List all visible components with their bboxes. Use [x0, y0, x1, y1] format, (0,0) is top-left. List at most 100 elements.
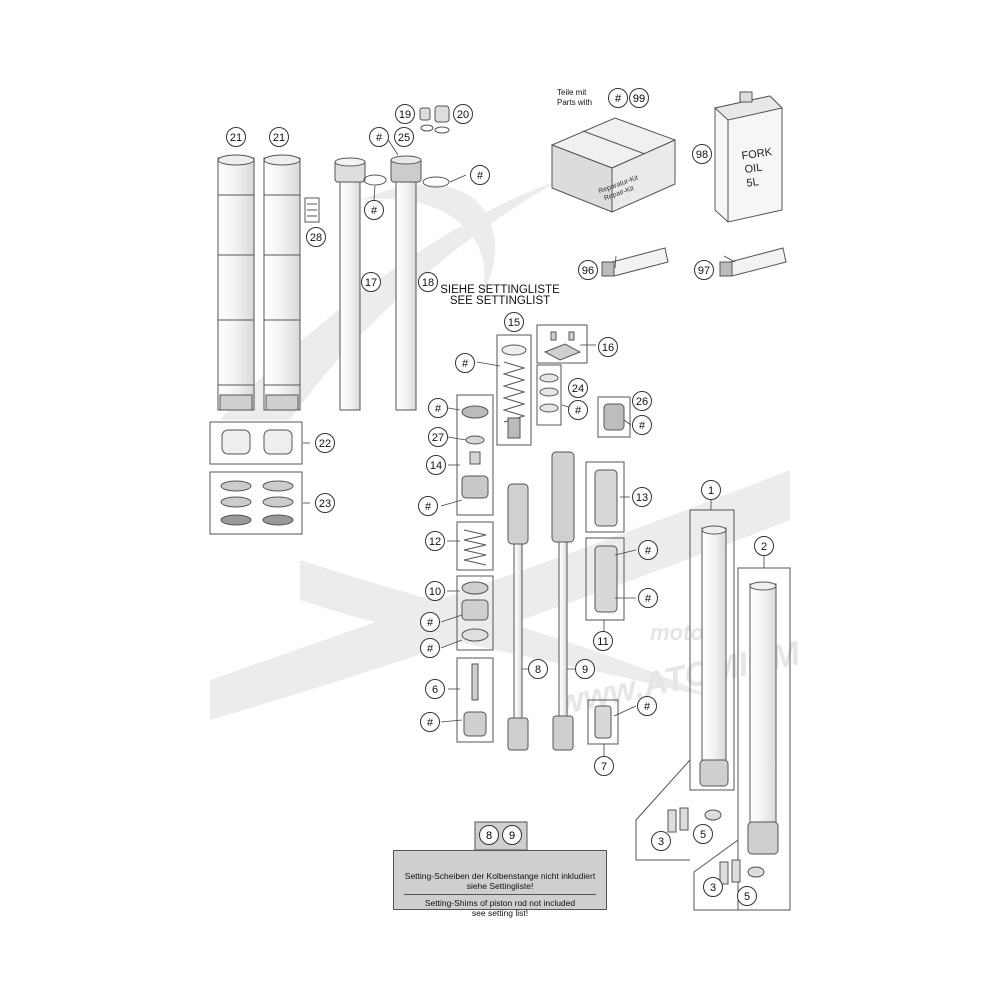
callout-text: 6: [432, 684, 438, 696]
callout-24: 24: [568, 378, 588, 398]
callout-text: 24: [572, 383, 584, 395]
callout-hash: #: [638, 540, 658, 560]
callout-18: 18: [418, 272, 438, 292]
callout-text: 22: [319, 438, 331, 450]
parts-24: [539, 373, 559, 413]
group-box-1: [689, 509, 735, 791]
oil-can-text-3: 5L: [746, 176, 760, 190]
callout-text: 5: [700, 829, 706, 841]
callout-3: 3: [651, 831, 671, 851]
callout-text: 21: [273, 132, 285, 144]
piston-rod-9: [551, 451, 575, 751]
parts-10: [461, 581, 489, 642]
sticker-28: [304, 197, 320, 223]
callout-text: 15: [508, 317, 520, 329]
callout-text: 8: [535, 664, 541, 676]
callout-hash: #: [455, 353, 475, 373]
callout-16: 16: [598, 337, 618, 357]
callout-hash: #: [470, 165, 490, 185]
kit-note-line1: Teile mit: [557, 88, 587, 97]
callout-text: 98: [696, 149, 708, 161]
callout-text: 1: [708, 485, 714, 497]
setting-header: SIEHE SETTINGLISTE SEE SETTINGLIST: [430, 284, 570, 307]
callout-hash: #: [568, 400, 588, 420]
note-en-line1: Setting-Shims of piston rod not included: [424, 898, 576, 908]
callout-15: 15: [504, 312, 524, 332]
callout-text: #: [645, 593, 652, 605]
callout-5: 5: [737, 886, 757, 906]
callout-hash: #: [420, 638, 440, 658]
callout-3: 3: [703, 877, 723, 897]
callout-9: 9: [575, 659, 595, 679]
callout-22: 22: [315, 433, 335, 453]
svg-text:8: 8: [486, 830, 492, 842]
callout-5: 5: [693, 824, 713, 844]
callout-text: 3: [658, 836, 664, 848]
callout-hash: #: [428, 398, 448, 418]
callout-11: 11: [593, 631, 613, 651]
spring-assembly-15: [501, 344, 527, 439]
callout-17: 17: [361, 272, 381, 292]
piston-rod-8: [507, 483, 529, 751]
axle-parts-3-5: [667, 807, 765, 885]
callout-hash: #: [632, 415, 652, 435]
callout-text: #: [427, 617, 434, 629]
callout-98: 98: [692, 144, 712, 164]
callout-12: 12: [425, 531, 445, 551]
cartridge-tube-18: [390, 155, 422, 411]
callout-text: 10: [429, 586, 441, 598]
callout-text: 7: [601, 761, 607, 773]
callout-text: 13: [636, 492, 648, 504]
svg-text:#: #: [615, 93, 622, 105]
callout-25: 25: [394, 127, 414, 147]
callout-13: 13: [632, 487, 652, 507]
callout-2: 2: [754, 536, 774, 556]
callout-text: 17: [365, 277, 377, 289]
svg-text:9: 9: [509, 830, 515, 842]
callout-text: #: [435, 403, 442, 415]
callout-text: 18: [422, 277, 434, 289]
note-de-line1: Setting-Scheiben der Kolbenstange nicht …: [404, 871, 596, 881]
callout-text: 16: [602, 342, 614, 354]
callout-text: #: [425, 501, 432, 513]
callout-10: 10: [425, 581, 445, 601]
callout-text: 28: [310, 232, 322, 244]
callout-19: 19: [395, 104, 415, 124]
callout-20: 20: [453, 104, 473, 124]
callout-text: #: [644, 701, 651, 713]
grease-tube-96: [601, 247, 669, 277]
parts-13-11-7: [594, 469, 618, 739]
callout-text: 19: [399, 109, 411, 121]
callout-hash: #: [637, 696, 657, 716]
bushings-22: [221, 429, 293, 455]
callout-text: 3: [710, 882, 716, 894]
callout-text: 25: [398, 132, 410, 144]
fork-oil-can: [713, 91, 783, 223]
note-de-line2: siehe Settingliste!: [466, 881, 534, 891]
callout-text: #: [645, 545, 652, 557]
plug-parts-19-20: [419, 105, 450, 134]
callout-text: 96: [582, 265, 594, 277]
callout-text: #: [371, 205, 378, 217]
watermark-graphic: [210, 180, 790, 720]
parts-6: [463, 663, 487, 737]
setting-note-box: Setting-Scheiben der Kolbenstange nicht …: [393, 850, 607, 918]
oil-can-text-1: FORK: [741, 146, 774, 162]
callout-text: #: [376, 132, 383, 144]
callout-27: 27: [428, 427, 448, 447]
leg-2: [747, 581, 779, 855]
spring-12: [463, 529, 487, 566]
callout-hash: #: [364, 200, 384, 220]
setting-header-de: SIEHE SETTINGLISTE: [440, 284, 560, 296]
callout-text: #: [477, 170, 484, 182]
o-ring-17: [363, 174, 387, 186]
callout-text: 5: [744, 891, 750, 903]
callout-text: 26: [636, 396, 648, 408]
kit-ref-99: 99: [629, 88, 649, 108]
note-en-line2: see setting list!: [471, 908, 529, 918]
note-ref-9: 9: [502, 825, 522, 845]
callout-text: 12: [429, 536, 441, 548]
callout-text: #: [639, 420, 646, 432]
